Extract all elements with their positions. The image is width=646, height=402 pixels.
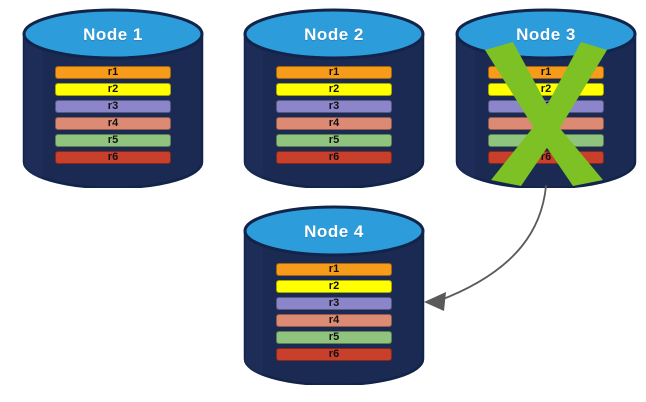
row-list-3: r1 r2 r3 r4 r5 r6: [455, 66, 637, 164]
row-list-1: r1 r2 r3 r4 r5 r6: [22, 66, 204, 164]
row-bar[interactable]: r2: [276, 280, 392, 293]
row-bar[interactable]: r4: [55, 117, 171, 130]
row-bar[interactable]: r1: [488, 66, 604, 79]
row-bar[interactable]: r3: [55, 100, 171, 113]
row-bar[interactable]: r3: [488, 100, 604, 113]
row-bar[interactable]: r5: [488, 134, 604, 147]
row-bar[interactable]: r4: [276, 314, 392, 327]
row-bar[interactable]: r1: [276, 66, 392, 79]
row-bar[interactable]: r2: [276, 83, 392, 96]
row-bar[interactable]: r2: [55, 83, 171, 96]
row-bar[interactable]: r4: [276, 117, 392, 130]
node-cylinder-1[interactable]: Node 1 r1 r2 r3 r4 r5 r6: [22, 8, 204, 188]
row-bar[interactable]: r6: [55, 151, 171, 164]
row-bar[interactable]: r5: [55, 134, 171, 147]
row-list-2: r1 r2 r3 r4 r5 r6: [243, 66, 425, 164]
row-bar[interactable]: r6: [488, 151, 604, 164]
row-bar[interactable]: r1: [276, 263, 392, 276]
row-bar[interactable]: r5: [276, 134, 392, 147]
row-bar[interactable]: r1: [55, 66, 171, 79]
arrowhead-icon: [424, 292, 446, 311]
node-cylinder-3[interactable]: Node 3 r1 r2 r3 r4 r5 r6: [455, 8, 637, 188]
row-bar[interactable]: r3: [276, 100, 392, 113]
node-cylinder-2[interactable]: Node 2 r1 r2 r3 r4 r5 r6: [243, 8, 425, 188]
row-bar[interactable]: r6: [276, 151, 392, 164]
row-list-4: r1 r2 r3 r4 r5 r6: [243, 263, 425, 361]
row-bar[interactable]: r3: [276, 297, 392, 310]
node-cylinder-4[interactable]: Node 4 r1 r2 r3 r4 r5 r6: [243, 205, 425, 385]
row-bar[interactable]: r6: [276, 348, 392, 361]
row-bar[interactable]: r5: [276, 331, 392, 344]
row-bar[interactable]: r4: [488, 117, 604, 130]
row-bar[interactable]: r2: [488, 83, 604, 96]
